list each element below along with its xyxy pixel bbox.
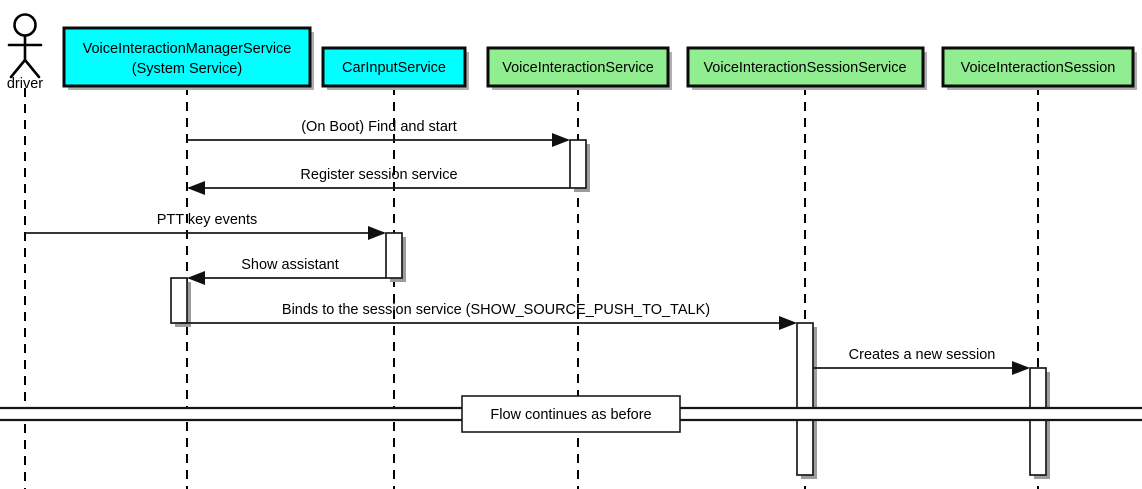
message-label: Register session service bbox=[300, 167, 457, 183]
participant-carinputservice[interactable]: CarInputService bbox=[321, 46, 469, 90]
participant-voiceinteractionsession[interactable]: VoiceInteractionSession bbox=[941, 46, 1137, 90]
participant-label-line1: VoiceInteractionService bbox=[502, 60, 654, 76]
arrowhead-left-icon bbox=[187, 181, 205, 195]
participant-voiceinteractionservice[interactable]: VoiceInteractionService bbox=[486, 46, 672, 90]
activation-bar bbox=[385, 232, 403, 279]
stick-figure-actor-icon bbox=[13, 13, 37, 37]
actor-leg-left bbox=[9, 58, 27, 79]
message-show-assistant: Show assistant bbox=[187, 257, 386, 285]
participant-box[interactable] bbox=[62, 26, 312, 88]
message-label: PTT key events bbox=[157, 212, 257, 228]
participant-box[interactable] bbox=[486, 46, 670, 88]
participant-voiceinteractionsessionservice[interactable]: VoiceInteractionSessionService bbox=[686, 46, 927, 90]
activation-bar bbox=[170, 277, 188, 324]
arrowhead-left-icon bbox=[187, 271, 205, 285]
message-label: (On Boot) Find and start bbox=[301, 119, 457, 135]
message-label: Binds to the session service (SHOW_SOURC… bbox=[282, 302, 710, 318]
arrowhead-right-icon bbox=[552, 133, 570, 147]
message-register-session-service: Register session service bbox=[187, 167, 570, 195]
activation-bar bbox=[796, 322, 814, 476]
message-creates-a-new-session: Creates a new session bbox=[813, 347, 1030, 375]
activation-vims-1 bbox=[170, 277, 191, 327]
arrowhead-right-icon bbox=[1012, 361, 1030, 375]
activation-bar bbox=[1029, 367, 1047, 476]
participant-box[interactable] bbox=[686, 46, 925, 88]
activation-carinputservice-1 bbox=[385, 232, 406, 282]
participant-label-line1: VoiceInteractionSession bbox=[961, 60, 1116, 76]
message-label: Show assistant bbox=[241, 257, 339, 273]
activation-voiceinteractionservice-1 bbox=[569, 139, 590, 192]
divider-note-label: Flow continues as before bbox=[490, 407, 651, 423]
message-binds-to-session-service: Binds to the session service (SHOW_SOURC… bbox=[180, 302, 797, 330]
message-on-boot-find-and-start: (On Boot) Find and start bbox=[187, 119, 570, 147]
actor-label: driver bbox=[7, 76, 43, 92]
flow-divider: Flow continues as before bbox=[0, 395, 1142, 433]
participant-label-line1: CarInputService bbox=[342, 60, 446, 76]
message-ptt-key-events: PTT key events bbox=[25, 212, 386, 240]
participant-label-line2: (System Service) bbox=[132, 61, 242, 77]
participant-box[interactable] bbox=[941, 46, 1135, 88]
activation-bar bbox=[569, 139, 587, 189]
actor-leg-right bbox=[23, 58, 41, 79]
message-label: Creates a new session bbox=[849, 347, 996, 363]
arrowhead-right-icon bbox=[779, 316, 797, 330]
arrowhead-right-icon bbox=[368, 226, 386, 240]
divider-note-box bbox=[461, 395, 681, 433]
participant-label-line1: VoiceInteractionSessionService bbox=[703, 60, 906, 76]
participant-label-line1: VoiceInteractionManagerService bbox=[83, 41, 292, 57]
actor-driver: driver bbox=[7, 13, 43, 92]
activation-voiceinteractionsession-1 bbox=[1029, 367, 1050, 479]
participant-box[interactable] bbox=[321, 46, 467, 88]
activation-voiceinteractionsessionservice-1 bbox=[796, 322, 817, 479]
participant-vims[interactable]: VoiceInteractionManagerService (System S… bbox=[62, 26, 314, 90]
